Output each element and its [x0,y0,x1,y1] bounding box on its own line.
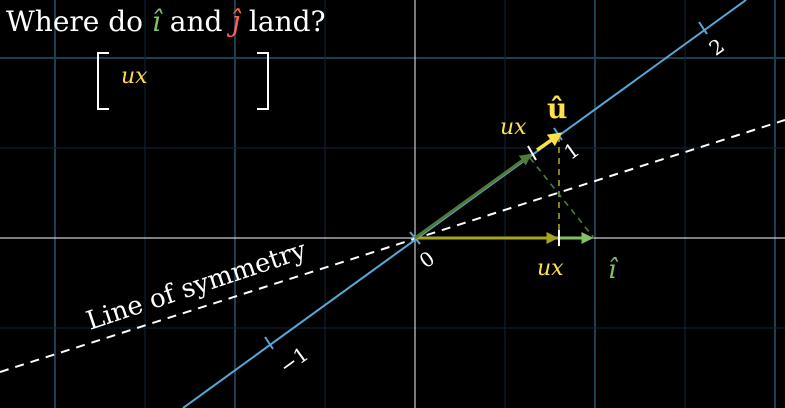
page-title: Where do î and ĵ land? [6,8,326,36]
matrix-left-bracket [97,52,109,110]
tick-label-2: 2 [705,34,729,61]
matrix-right-bracket [257,52,269,110]
u-hat-label: û [547,92,567,125]
ux-label-lower: ux [537,256,564,281]
tick-label-neg1: −1 [275,342,313,379]
title-j-hat: ĵ [231,5,241,38]
tick-label-1: 1 [560,138,584,165]
i-hat-projection-vector [414,153,532,240]
symmetry-label: Line of symmetry [83,235,311,336]
ux-label-upper: ux [500,115,527,140]
origin-label: 0 [415,246,439,273]
ux-tick-u [527,145,537,161]
matrix: ux [97,52,269,110]
title-suffix: land? [240,5,326,38]
title-prefix: Where do [6,5,152,38]
symmetry-line [0,119,785,373]
u-hat-vector [536,132,563,152]
i-hat-label: î [608,255,619,285]
title-middle: and [160,5,232,38]
title-i-hat: î [151,5,161,38]
matrix-entry-top: ux [121,64,148,89]
